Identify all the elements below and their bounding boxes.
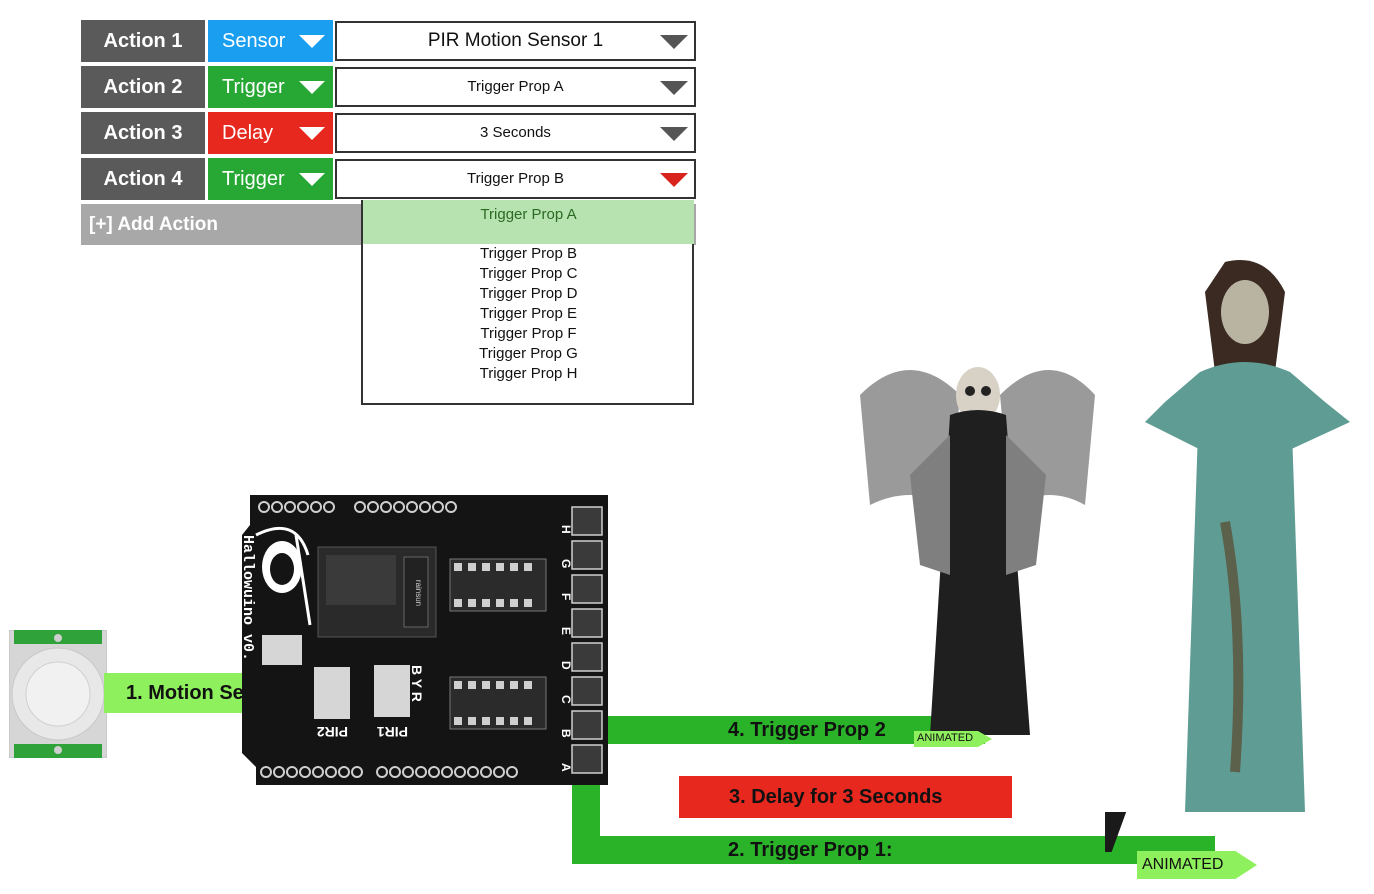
dropdown-option[interactable]: Trigger Prop G bbox=[479, 345, 578, 362]
action-4-label: Action 4 bbox=[81, 158, 205, 200]
pin-label-h: H bbox=[559, 525, 573, 534]
pin-label-b: B bbox=[559, 729, 573, 738]
animated-tag-2: ANIMATED bbox=[1137, 851, 1257, 879]
action-3-value-select[interactable]: 3 Seconds bbox=[335, 113, 696, 153]
action-4-type-dropdown[interactable]: Trigger bbox=[208, 158, 333, 200]
dropdown-arrow-icon bbox=[660, 35, 688, 49]
reaper-logo bbox=[255, 526, 312, 626]
action-1-value: PIR Motion Sensor 1 bbox=[427, 30, 604, 51]
action-4-value-select[interactable]: Trigger Prop B bbox=[335, 159, 696, 199]
dropdown-option[interactable]: Trigger Prop E bbox=[480, 305, 577, 322]
action-1-type-dropdown[interactable]: Sensor bbox=[208, 20, 333, 62]
dropdown-option[interactable]: Trigger Prop B bbox=[480, 245, 577, 262]
animated-tag-1: ANIMATED bbox=[914, 731, 992, 747]
trigger-prop-2-label: 4. Trigger Prop 2 bbox=[728, 719, 886, 741]
pin-label-c: C bbox=[559, 695, 573, 704]
chevron-down-icon bbox=[299, 35, 325, 48]
action-2-type-label: Trigger bbox=[222, 76, 285, 98]
trigger-prop-dropdown-menu: Trigger Prop A Trigger Prop B Trigger Pr… bbox=[361, 200, 694, 405]
action-3-type-dropdown[interactable]: Delay bbox=[208, 112, 333, 154]
pir-sensor-illustration bbox=[9, 630, 107, 758]
dropdown-arrow-icon bbox=[660, 81, 688, 95]
pin-label-d: D bbox=[559, 661, 573, 670]
chevron-down-icon bbox=[299, 173, 325, 186]
pin-label-f: F bbox=[559, 593, 573, 600]
pin-label-a: A bbox=[559, 763, 573, 772]
pin-label-e: E bbox=[559, 627, 573, 635]
dropdown-option[interactable]: Trigger Prop C bbox=[479, 265, 578, 282]
action-3-label: Action 3 bbox=[81, 112, 205, 154]
delay-label: 3. Delay for 3 Seconds bbox=[729, 786, 943, 808]
action-1-type-label: Sensor bbox=[222, 30, 286, 52]
action-2-type-dropdown[interactable]: Trigger bbox=[208, 66, 333, 108]
action-4-type-label: Trigger bbox=[222, 168, 285, 190]
board-brand-text: Hallowuino v0. bbox=[239, 535, 256, 661]
chevron-down-icon bbox=[299, 127, 325, 140]
connector-letters: B Y R bbox=[409, 665, 425, 702]
action-3-value: 3 Seconds bbox=[480, 124, 551, 141]
action-1-label: Action 1 bbox=[81, 20, 205, 62]
action-1-value-select[interactable]: PIR Motion Sensor 1 bbox=[335, 21, 696, 61]
dropdown-option[interactable]: Trigger Prop D bbox=[479, 285, 578, 302]
dropdown-arrow-icon bbox=[660, 173, 688, 187]
dropdown-arrow-icon bbox=[660, 127, 688, 141]
girl-prop-image bbox=[1105, 260, 1350, 852]
delay-label-bar: 3. Delay for 3 Seconds bbox=[679, 776, 1012, 818]
wire-trigger-prop-1 bbox=[572, 754, 1215, 864]
hallowuino-board: rainsun H G F E D C B A Hallowuino v0. P… bbox=[239, 495, 608, 785]
reaper-prop-image bbox=[860, 367, 1095, 735]
dropdown-option[interactable]: Trigger Prop F bbox=[480, 325, 577, 342]
action-3-type-label: Delay bbox=[222, 122, 274, 144]
action-2-label: Action 2 bbox=[81, 66, 205, 108]
dropdown-option[interactable]: Trigger Prop H bbox=[479, 365, 578, 382]
pir1-label: PIR1 bbox=[377, 724, 408, 740]
action-2-value-select[interactable]: Trigger Prop A bbox=[335, 67, 696, 107]
trigger-prop-1-label: 2. Trigger Prop 1: bbox=[728, 839, 893, 861]
pin-label-g: G bbox=[559, 559, 573, 568]
action-2-value: Trigger Prop A bbox=[467, 78, 564, 95]
chevron-down-icon bbox=[299, 81, 325, 94]
chip-text: rainsun bbox=[414, 580, 423, 606]
action-4-value: Trigger Prop B bbox=[467, 170, 564, 187]
dropdown-option-selected[interactable]: Trigger Prop A bbox=[363, 200, 694, 244]
pir2-label: PIR2 bbox=[317, 724, 348, 740]
